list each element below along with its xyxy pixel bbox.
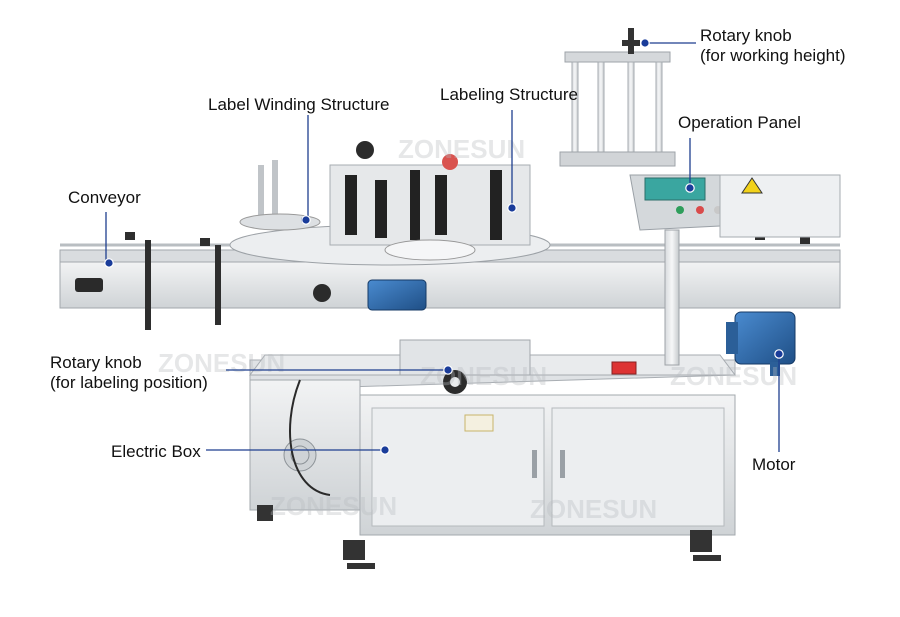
watermark-text: ZONESUN bbox=[158, 348, 285, 378]
callout-dots bbox=[104, 38, 784, 455]
dot-conveyor bbox=[104, 258, 114, 268]
watermark-text: ZONESUN bbox=[420, 361, 547, 391]
top-tower-frame bbox=[559, 28, 676, 167]
label-winding-structure-label: Label Winding Structure bbox=[208, 95, 389, 115]
rotary-knob-position-label: Rotary knob (for labeling position) bbox=[50, 353, 208, 393]
watermark-text: ZONESUN bbox=[398, 134, 525, 164]
dot-motor bbox=[774, 349, 784, 359]
motor-text: Motor bbox=[752, 455, 796, 474]
turntable-assembly bbox=[229, 141, 551, 266]
conveyor-text: Conveyor bbox=[68, 188, 141, 207]
rotary-knob-height-line1: Rotary knob bbox=[700, 26, 792, 45]
dot-electric-box bbox=[380, 445, 390, 455]
operation-panel-text: Operation Panel bbox=[678, 113, 801, 132]
labeling-structure-text: Labeling Structure bbox=[440, 85, 578, 104]
watermark-text: ZONESUN bbox=[270, 491, 397, 521]
rotary-knob-position-line1: Rotary knob bbox=[50, 353, 142, 372]
casters bbox=[257, 505, 721, 569]
watermark-text: ZONESUN bbox=[670, 361, 797, 391]
dot-labeling-structure bbox=[507, 203, 517, 213]
dot-rotary-knob-position bbox=[443, 365, 453, 375]
watermark-text: ZONESUN bbox=[530, 494, 657, 524]
center-motor-and-knob bbox=[313, 279, 637, 394]
leader-lines bbox=[105, 42, 780, 452]
watermarks: ZONESUN ZONESUN ZONESUN ZONESUN ZONESUN … bbox=[158, 134, 797, 524]
dot-operation-panel bbox=[685, 183, 695, 193]
conveyor-body bbox=[59, 243, 841, 309]
motor-label: Motor bbox=[752, 455, 795, 475]
right-side-module bbox=[719, 174, 841, 238]
electric-box-label: Electric Box bbox=[111, 442, 201, 462]
rotary-knob-position-line2: (for labeling position) bbox=[50, 373, 208, 392]
label-winding-text: Label Winding Structure bbox=[208, 95, 390, 114]
dot-label-winding bbox=[301, 215, 311, 225]
conveyor-label: Conveyor bbox=[68, 188, 141, 208]
rotary-knob-height-label: Rotary knob (for working height) bbox=[700, 26, 846, 66]
electric-box-text: Electric Box bbox=[111, 442, 201, 461]
electric-box-cabinet bbox=[249, 359, 736, 536]
dot-rotary-knob-height bbox=[640, 38, 650, 48]
labeling-structure-label: Labeling Structure bbox=[440, 85, 578, 105]
operation-panel-label: Operation Panel bbox=[678, 113, 801, 133]
rotary-knob-height-line2: (for working height) bbox=[700, 46, 846, 65]
